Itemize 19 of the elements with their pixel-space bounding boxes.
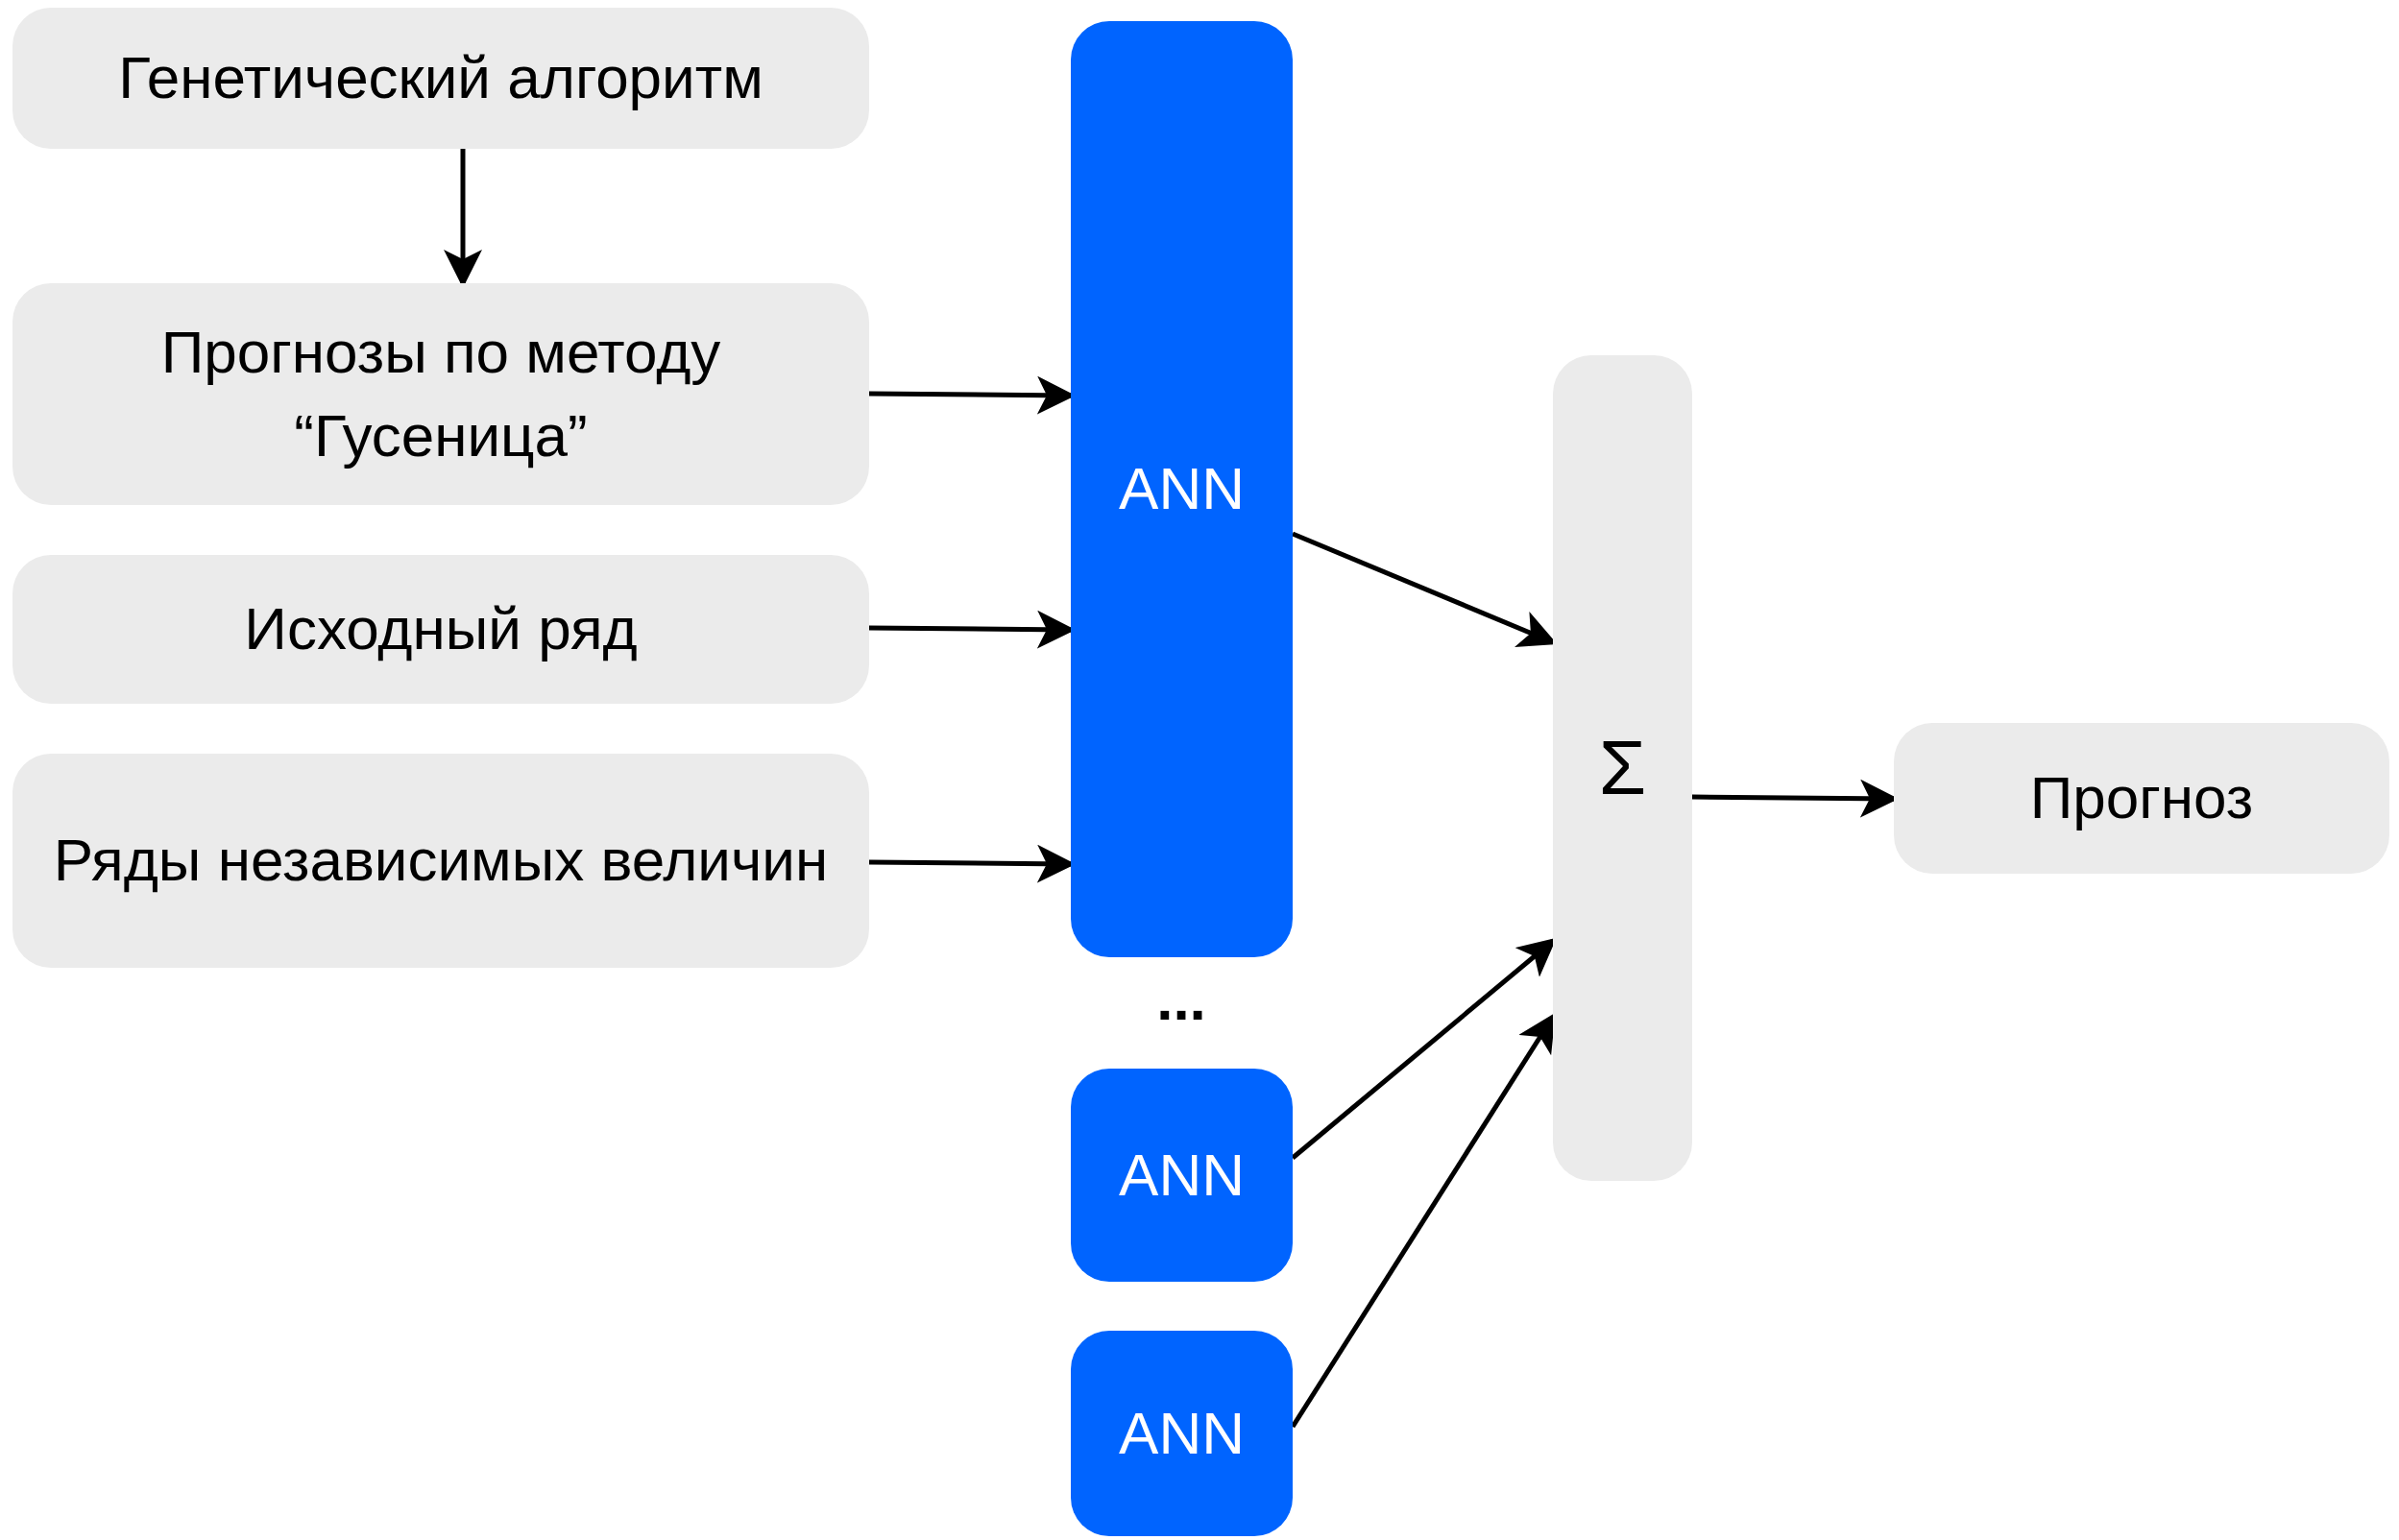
process-box: [12, 8, 869, 149]
process-box: [12, 283, 869, 505]
node-label: Σ: [1598, 724, 1647, 812]
node-label: Генетический алгоритм: [118, 43, 763, 113]
network-block: [1071, 1331, 1293, 1536]
node-label: ANN: [1119, 454, 1245, 524]
process-box: [12, 555, 869, 704]
node-label: ANN: [1119, 1398, 1245, 1468]
output-box: [1894, 723, 2389, 874]
sum-block: [1553, 355, 1692, 1181]
node-label: Прогнозы по методу “Гусеница”: [159, 317, 722, 470]
process-box: [12, 754, 869, 968]
node-label: Исходный ряд: [244, 594, 638, 664]
node-label: Прогноз: [2029, 763, 2254, 833]
node-label: ANN: [1119, 1140, 1245, 1210]
ellipsis: ...: [1155, 970, 1207, 1029]
network-block: [1071, 21, 1293, 957]
network-block: [1071, 1069, 1293, 1282]
node-label: Ряды независимых величин: [53, 826, 829, 896]
